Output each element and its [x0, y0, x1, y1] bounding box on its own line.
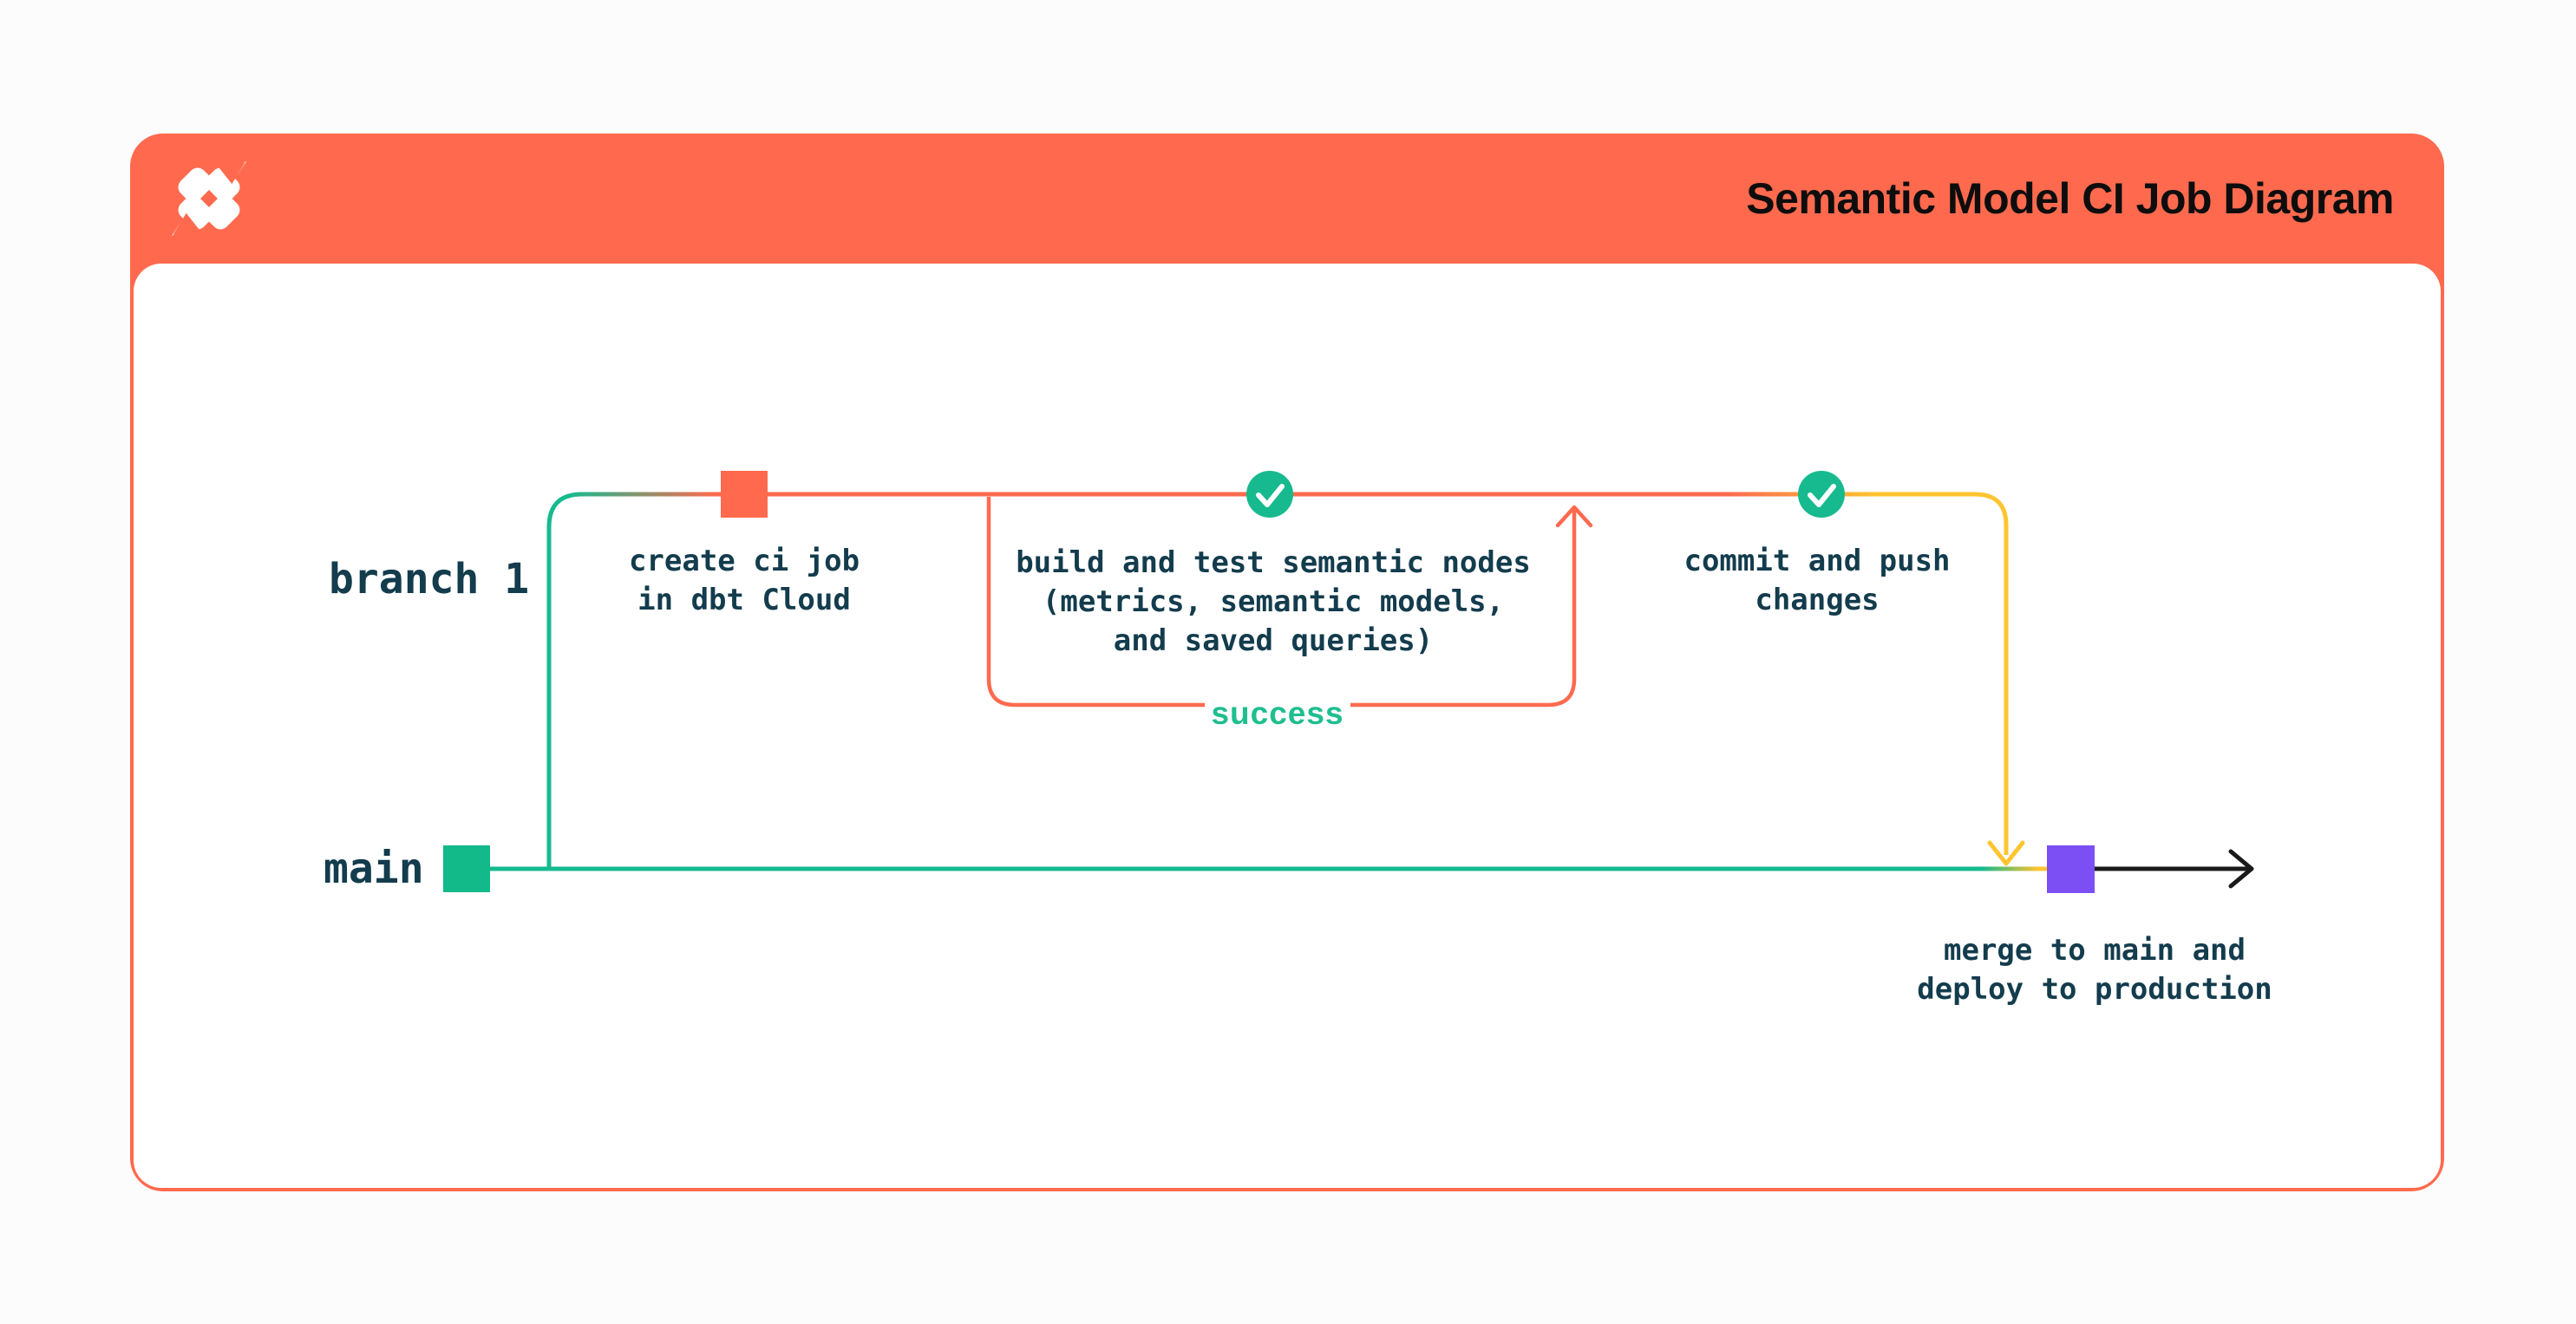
commit-push-label: commit and push changes [1684, 544, 1950, 617]
branch-1-label: branch 1 [329, 555, 529, 603]
success-loop-left [986, 497, 1205, 708]
svg-text:deploy to production: deploy to production [1917, 972, 2272, 1007]
merge-commit-node [2047, 845, 2095, 893]
card-body [134, 264, 2441, 1188]
branch-1-line-end [768, 492, 2009, 855]
main-label: main [324, 845, 424, 893]
success-up-arrow-icon [1555, 505, 1593, 528]
dbt-logo-icon [171, 160, 247, 237]
merge-deploy-label: merge to main and deploy to production [1917, 933, 2272, 1007]
create-ci-job-commit-node [721, 471, 768, 518]
svg-text:and saved queries): and saved queries) [1114, 623, 1433, 658]
svg-text:commit and push: commit and push [1684, 544, 1950, 578]
check-icon [1798, 471, 1845, 518]
check-icon [1246, 471, 1293, 518]
svg-text:(metrics, semantic models,: (metrics, semantic models, [1043, 584, 1504, 619]
merge-down-arrow-icon [1987, 840, 2025, 866]
diagram-card: Semantic Model CI Job Diagram [130, 134, 2444, 1191]
svg-text:merge to main and: merge to main and [1944, 933, 2246, 968]
svg-text:in dbt Cloud: in dbt Cloud [637, 583, 851, 617]
svg-text:build and test semantic nodes: build and test semantic nodes [1016, 545, 1531, 580]
main-commit-node [443, 845, 490, 892]
build-test-label: build and test semantic nodes (metrics, … [1016, 545, 1531, 658]
svg-text:create ci job: create ci job [629, 544, 860, 578]
branch-1-line-start [546, 492, 721, 871]
svg-text:changes: changes [1755, 583, 1879, 617]
card-header: Semantic Model CI Job Diagram [130, 134, 2444, 264]
success-label: success [1211, 695, 1344, 731]
success-loop-right [1350, 507, 1577, 708]
page-title: Semantic Model CI Job Diagram [1746, 174, 2394, 223]
create-ci-job-label: create ci job in dbt Cloud [629, 544, 860, 617]
production-arrow-icon [2228, 849, 2254, 889]
